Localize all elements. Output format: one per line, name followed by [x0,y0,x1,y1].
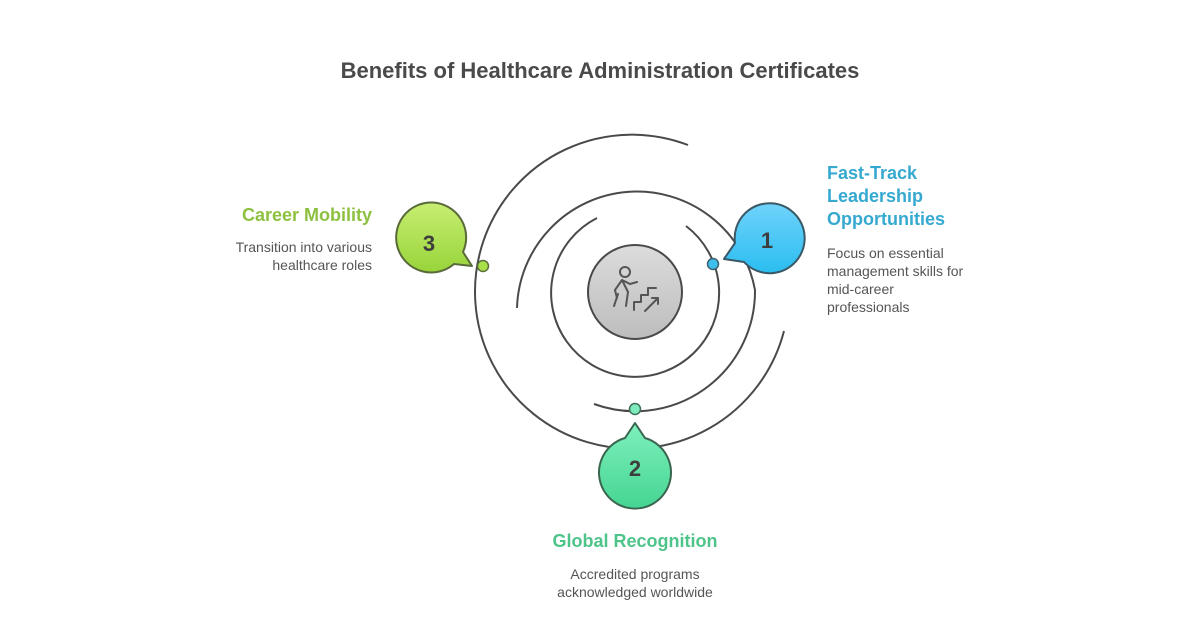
bubble-2-number: 2 [629,456,641,481]
outer-ring [474,133,785,450]
desc-line: management skills for [827,263,964,279]
person-climbing-stairs-icon [613,266,659,312]
desc-line: mid-career [827,281,894,297]
item-3-description: Transition into various healthcare roles [236,238,372,274]
desc-line: Focus on essential [827,245,944,261]
connector-dot-2 [628,402,642,416]
desc-line: acknowledged worldwide [557,584,713,600]
item-1-heading: Fast-Track Leadership Opportunities [827,162,945,231]
bubble-2: 2 [598,422,672,510]
item-2-description: Accredited programs acknowledged worldwi… [500,565,770,601]
desc-line: Transition into various [235,239,372,255]
desc-line: professionals [827,299,910,315]
center-node [587,244,683,340]
item-1-heading-line: Fast-Track [827,163,918,183]
bubble-1-number: 1 [761,228,773,253]
item-1-heading-line: Leadership [827,186,924,206]
inner-ring [550,217,721,378]
item-1-description: Focus on essential management skills for… [827,244,963,316]
bubble-1: 1 [723,202,806,275]
connector-dot-1 [706,257,720,271]
desc-line: Accredited programs [570,566,700,582]
bubble-3: 3 [395,201,473,274]
bubble-3-number: 3 [423,231,435,256]
connector-dot-3 [476,259,490,273]
item-2-heading: Global Recognition [552,531,718,551]
diagram-title: Benefits of Healthcare Administration Ce… [340,58,860,83]
item-3-heading: Career Mobility [241,205,372,225]
desc-line: healthcare roles [272,257,372,273]
item-1-heading-line: Opportunities [827,209,945,229]
